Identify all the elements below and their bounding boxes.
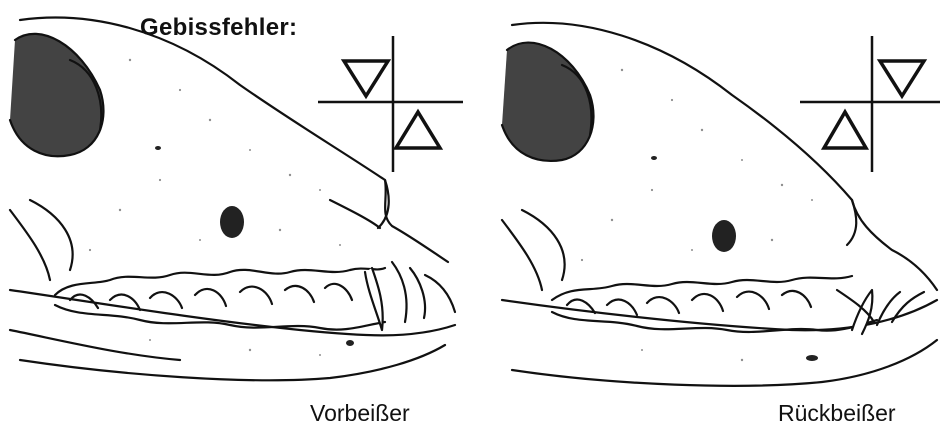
triangle-down: [344, 61, 388, 96]
triangle-symbol-right: [800, 36, 943, 176]
triangle-up: [824, 112, 866, 148]
eye-socket: [10, 34, 103, 156]
triangle-down: [880, 61, 924, 96]
triangle-up: [396, 112, 440, 148]
caption-vorbeisser: Vorbeißer: [310, 400, 410, 427]
caption-rueckbeisser: Rückbeißer: [778, 400, 896, 427]
triangle-symbol-left: [318, 36, 468, 176]
upper-tooth-row: [55, 268, 385, 295]
eye-socket: [502, 43, 594, 161]
upper-canine: [365, 268, 383, 330]
lower-canine: [852, 290, 872, 334]
upper-tooth-row: [552, 276, 852, 300]
